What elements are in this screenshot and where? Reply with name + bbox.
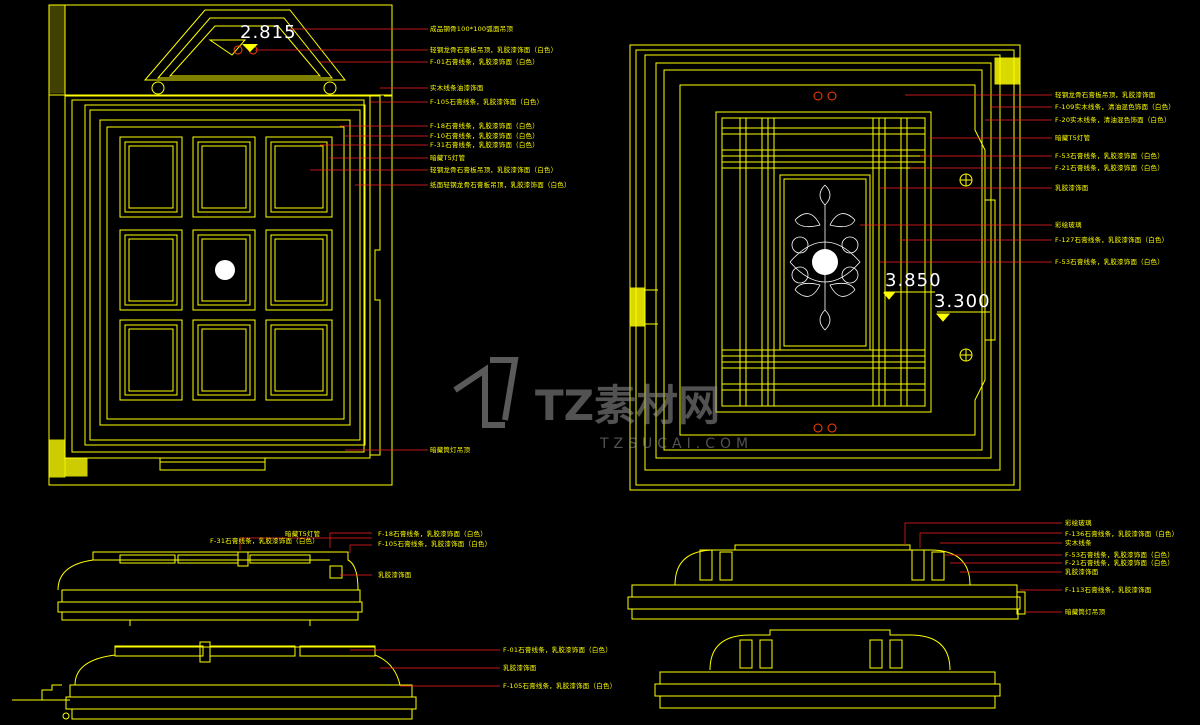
- annotation: F-18石膏线条，乳胶漆饰面（白色）: [378, 530, 487, 538]
- right-section-2: [654, 629, 1001, 709]
- annotation: 实木线条油漆饰面: [430, 84, 484, 92]
- annotation: F-21石膏线条，乳胶漆饰面（白色）: [1055, 164, 1164, 172]
- annotation: F-01石膏线条，乳胶漆饰面（白色）: [430, 58, 539, 66]
- annotation: F-53石膏线条，乳胶漆饰面（白色）: [1065, 551, 1174, 559]
- annotation: 纸面轻钢龙骨石膏板吊顶，乳胶漆饰面（白色）: [430, 181, 571, 189]
- left-ceiling-plan: [48, 4, 393, 486]
- annotation: F-21石膏线条，乳胶漆饰面（白色）: [1065, 559, 1174, 567]
- annotation: F-136石膏线条，乳胶漆饰面（白色）: [1065, 530, 1179, 538]
- annotation: 暗藏T5灯管: [285, 530, 321, 538]
- left-section-1: [57, 551, 363, 626]
- annotation: F-113石膏线条，乳胶漆饰面: [1065, 586, 1152, 594]
- annotation: 暗藏筒灯吊顶: [430, 446, 471, 454]
- annotation: 乳胶漆饰面: [1055, 184, 1089, 192]
- right-section-1: [627, 544, 1026, 620]
- center-light-right-icon: [812, 249, 838, 275]
- annotation: F-109实木线条，清油混色饰面（白色）: [1055, 103, 1175, 111]
- left-section-2: [12, 641, 417, 720]
- annotation: F-53石膏线条，乳胶漆饰面（白色）: [1055, 258, 1164, 266]
- annotation: 轻钢龙骨石膏板吊顶，乳胶漆饰面（白色）: [430, 46, 558, 54]
- annotation: F-127石膏线条，乳胶漆饰面（白色）: [1055, 236, 1169, 244]
- annotation: F-31石膏线条，乳胶漆饰面（白色）: [430, 141, 539, 149]
- annotation: 成品钢骨100*100弧面吊顶: [430, 25, 514, 33]
- annotation: 彩绘玻璃: [1065, 519, 1092, 527]
- watermark-logo-icon: [453, 357, 519, 428]
- annotation: 暗藏T5灯管: [1055, 134, 1091, 142]
- center-light-left-icon: [215, 260, 235, 280]
- level-mark-left: 2.815: [240, 22, 297, 43]
- annotation: 暗藏筒灯吊顶: [1065, 608, 1106, 616]
- annotation: 实木线条: [1065, 539, 1092, 547]
- leader-lines: [239, 28, 1062, 687]
- annotation: F-20实木线条，清油混色饰面（白色）: [1055, 116, 1171, 124]
- coffer-grid: [119, 136, 333, 401]
- watermark-url: TZSUCAI.COM: [600, 436, 754, 452]
- annotation: 轻钢龙骨石膏板吊顶，乳胶漆饰面: [1055, 91, 1156, 99]
- annotation: F-01石膏线条，乳胶漆饰面（白色）: [503, 646, 612, 654]
- watermark-brand: TZ素材网: [535, 381, 721, 430]
- level-mark-right-1: 3.850: [885, 270, 942, 291]
- annotation: F-10石膏线条，乳胶漆饰面（白色）: [430, 132, 539, 140]
- level-mark-right-2: 3.300: [934, 291, 991, 312]
- annotation: F-105石膏线条，乳胶漆饰面（白色）: [503, 682, 617, 690]
- annotation: 乳胶漆饰面: [378, 571, 412, 579]
- annotation: F-105石膏线条，乳胶漆饰面（白色）: [430, 98, 544, 106]
- annotation: 乳胶漆饰面: [503, 664, 537, 672]
- annotation: F-53石膏线条，乳胶漆饰面（白色）: [1055, 152, 1164, 160]
- annotation: F-105石膏线条，乳胶漆饰面（白色）: [378, 540, 492, 548]
- annotation: F-31石膏线条，乳胶漆饰面（白色）: [210, 537, 319, 545]
- annotation: 轻钢龙骨石膏板吊顶，乳胶漆饰面（白色）: [430, 166, 558, 174]
- annotation: 彩绘玻璃: [1055, 221, 1082, 229]
- stained-glass-ornament: [789, 184, 861, 331]
- annotation: 乳胶漆饰面: [1065, 568, 1099, 576]
- annotation: F-18石膏线条，乳胶漆饰面（白色）: [430, 122, 539, 130]
- annotation: 暗藏T5灯管: [430, 154, 466, 162]
